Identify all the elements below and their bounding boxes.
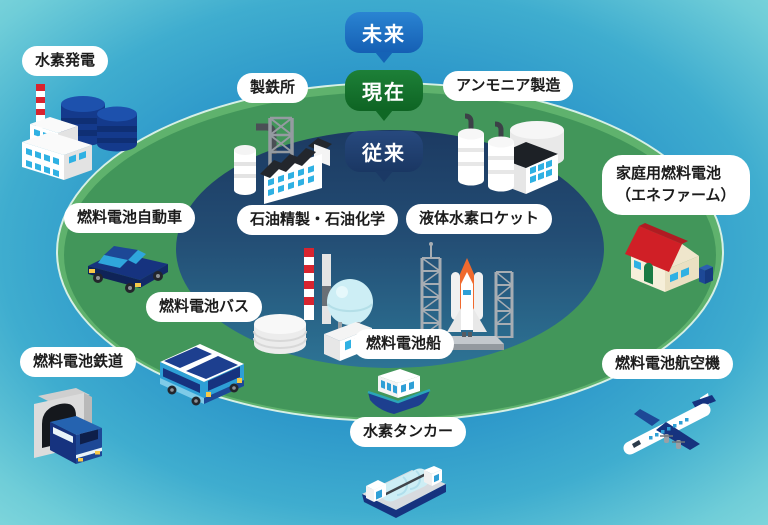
timeline-label-conventional: 従来 [362,143,406,165]
label-fuel-cell-bus: 燃料電池バス [146,292,263,322]
bubble-tail [375,171,393,182]
label-fuel-cell-rail: 燃料電池鉄道 [20,347,137,377]
hydrogen-tanker-icon [362,466,446,518]
timeline-badge-conventional: 従来 [345,131,423,182]
steelworks-icon [234,116,332,204]
label-fuel-cell-plane: 燃料電池航空機 [602,349,734,379]
label-steelworks: 製鉄所 [237,73,309,103]
label-home-fuel-cell-line1: 家庭用燃料電池 [616,165,722,182]
fuel-cell-car-icon [88,246,168,293]
timeline-badge-present: 現在 [345,70,423,121]
hydrogen-power-plant-icon [22,84,137,180]
timeline-label-future: 未来 [362,24,406,46]
label-oil-refining: 石油精製・石油化学 [237,205,399,235]
fuel-cell-bus-icon [160,344,244,406]
label-hydrogen-tanker: 水素タンカー [350,417,467,447]
label-fuel-cell-ship: 燃料電池船 [353,329,455,359]
label-home-fuel-cell-line2: （エネファーム） [616,187,736,204]
ammonia-plant-icon [458,113,564,194]
label-ammonia: アンモニア製造 [443,71,574,101]
label-hydrogen-power: 水素発電 [22,46,109,76]
bubble-tail [375,52,393,63]
label-home-fuel-cell: 家庭用燃料電池 （エネファーム） [602,155,750,215]
train-tunnel-icon [34,388,102,464]
fuel-cell-aircraft-icon [623,393,716,455]
bubble-tail [375,110,393,121]
label-fuel-cell-car: 燃料電池自動車 [64,203,196,233]
timeline-badge-future: 未来 [345,12,423,63]
house-enefarm-icon [625,223,713,292]
label-lh2-rocket: 液体水素ロケット [406,204,553,234]
timeline-label-present: 現在 [362,82,406,104]
fuel-cell-ship-icon [367,369,431,414]
